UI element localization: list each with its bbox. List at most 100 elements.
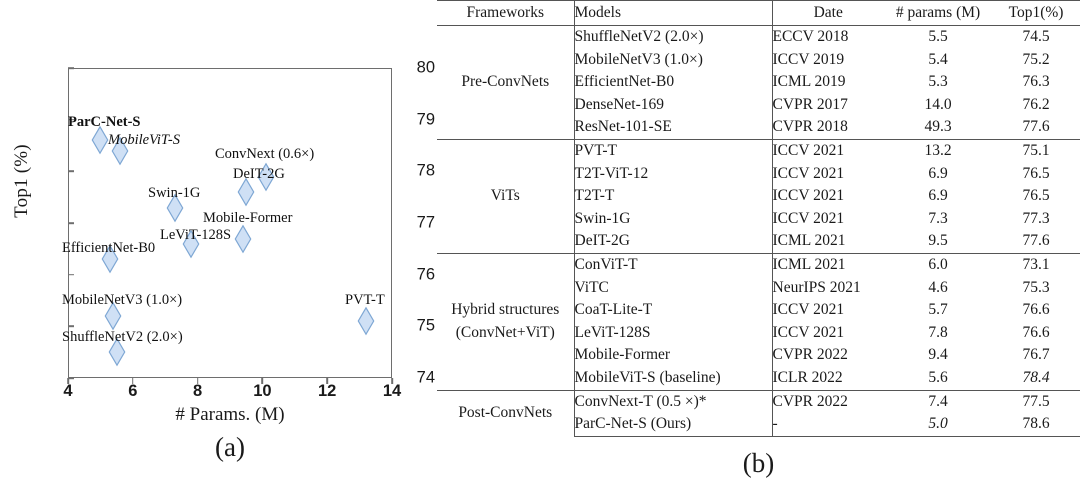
top1-cell: 77.3 — [1022, 209, 1050, 227]
date-cell: CVPR 2017 — [771, 93, 884, 117]
x-tick-mark — [132, 378, 134, 384]
x-tick-label: 8 — [193, 382, 203, 400]
y-tick-label: 78 — [416, 161, 435, 180]
scatter-marker — [111, 136, 129, 166]
top1-cell: 75.3 — [1022, 278, 1050, 296]
params-cell: 7.3 — [928, 209, 948, 227]
scatter-marker — [182, 229, 200, 259]
x-tick-mark — [326, 378, 328, 384]
column-header-params-m: # params (M) — [884, 0, 992, 26]
x-tick-mark — [196, 378, 199, 384]
top1-cell: 78.6 — [992, 413, 1080, 437]
scatter-point-label: PVT-T — [345, 292, 385, 308]
y-tick-label: 77 — [416, 213, 435, 232]
x-tick-label: 4 — [63, 382, 73, 400]
top1-cell: 76.6 — [1022, 323, 1050, 341]
x-tick-mark — [261, 378, 264, 384]
params-cell: 7.4 — [884, 389, 992, 414]
y-tick-mark — [68, 273, 74, 276]
params-cell: 6.9 — [928, 187, 948, 205]
params-cell: 9.4 — [928, 346, 948, 364]
date-cell: CVPR 2018 — [771, 116, 884, 140]
date-cell: ICML 2021 — [771, 252, 884, 277]
y-tick-label: 79 — [416, 110, 435, 129]
framework-group-label: Hybrid structures (ConvNet+ViT) — [437, 252, 574, 390]
params-cell: 5.4 — [928, 50, 948, 68]
y-tick-label: 74 — [416, 368, 435, 387]
framework-group-label: Pre-ConvNets — [437, 25, 574, 140]
scatter-point-label: ShuffleNetV2 (2.0×) — [62, 329, 183, 345]
scatter-marker — [108, 337, 125, 367]
x-tick-mark — [67, 378, 69, 384]
top1-cell: 76.5 — [1022, 164, 1050, 182]
y-tick-mark — [68, 377, 74, 379]
y-axis-label: Top1 (%) — [11, 144, 32, 218]
framework-line-1: Hybrid structures — [451, 301, 560, 319]
model-name-cell: CoaT-Lite-T — [573, 299, 772, 322]
params-cell: 5.3 — [928, 73, 948, 91]
model-name-cell: MobileViT-S (baseline) — [573, 366, 772, 390]
scatter-marker — [166, 193, 184, 222]
x-tick-mark — [391, 378, 393, 384]
date-cell: ICCV 2021 — [771, 321, 884, 345]
top1-cell: 76.3 — [1022, 73, 1050, 91]
date-cell: ICCV 2019 — [771, 48, 884, 72]
caption-b: (b) — [742, 448, 775, 478]
y-tick-mark — [68, 118, 74, 121]
date-cell: NeurIPS 2021 — [771, 276, 884, 300]
model-name-cell: LeViT-128S — [573, 321, 772, 345]
model-name-cell: ShuffleNetV2 (2.0×) — [573, 24, 772, 49]
model-name-cell: ResNet-101-SE — [573, 116, 772, 140]
model-name-cell: ViTC — [573, 276, 772, 300]
scatter-point-label: ParC-Net-S — [68, 114, 141, 130]
top1-cell: 75.1 — [992, 138, 1080, 163]
date-cell: ECCV 2018 — [771, 24, 884, 49]
x-tick-label: 14 — [382, 382, 402, 400]
x-axis-label: # Params. (M) — [175, 404, 285, 425]
model-name-cell: Swin-1G — [573, 207, 772, 231]
model-name-cell: DeIT-2G — [573, 230, 772, 254]
top1-cell: 76.2 — [1022, 95, 1050, 113]
model-name-cell: Mobile-Former — [573, 344, 772, 367]
y-tick-label: 76 — [416, 265, 435, 284]
framework-group-label: ViTs — [437, 138, 574, 254]
top1-cell: 77.5 — [992, 389, 1080, 414]
params-cell: 5.6 — [928, 368, 948, 386]
y-tick-mark — [68, 325, 74, 328]
params-cell: 6.0 — [884, 252, 992, 277]
scatter-marker — [101, 244, 119, 274]
plot-axes-frame — [68, 68, 392, 378]
scatter-point-label: Mobile-Former — [203, 210, 293, 226]
y-tick-label: 80 — [416, 58, 435, 77]
scatter-marker — [237, 177, 255, 207]
params-cell: 5.5 — [884, 24, 992, 49]
scatter-marker — [257, 162, 275, 191]
date-cell: ICCV 2021 — [771, 138, 884, 163]
date-cell: - — [771, 413, 884, 437]
date-cell: ICCV 2021 — [771, 299, 884, 322]
y-tick-mark — [68, 222, 74, 224]
params-cell: 13.2 — [884, 138, 992, 163]
top1-cell: 76.7 — [1022, 346, 1050, 364]
column-header-date: Date — [771, 0, 884, 26]
framework-line-2: (ConvNet+ViT) — [455, 323, 555, 341]
model-name-cell: ParC-Net-S (Ours) — [573, 413, 772, 437]
model-name-cell: ConViT-T — [573, 252, 772, 277]
top1-cell: 77.6 — [1022, 118, 1050, 136]
